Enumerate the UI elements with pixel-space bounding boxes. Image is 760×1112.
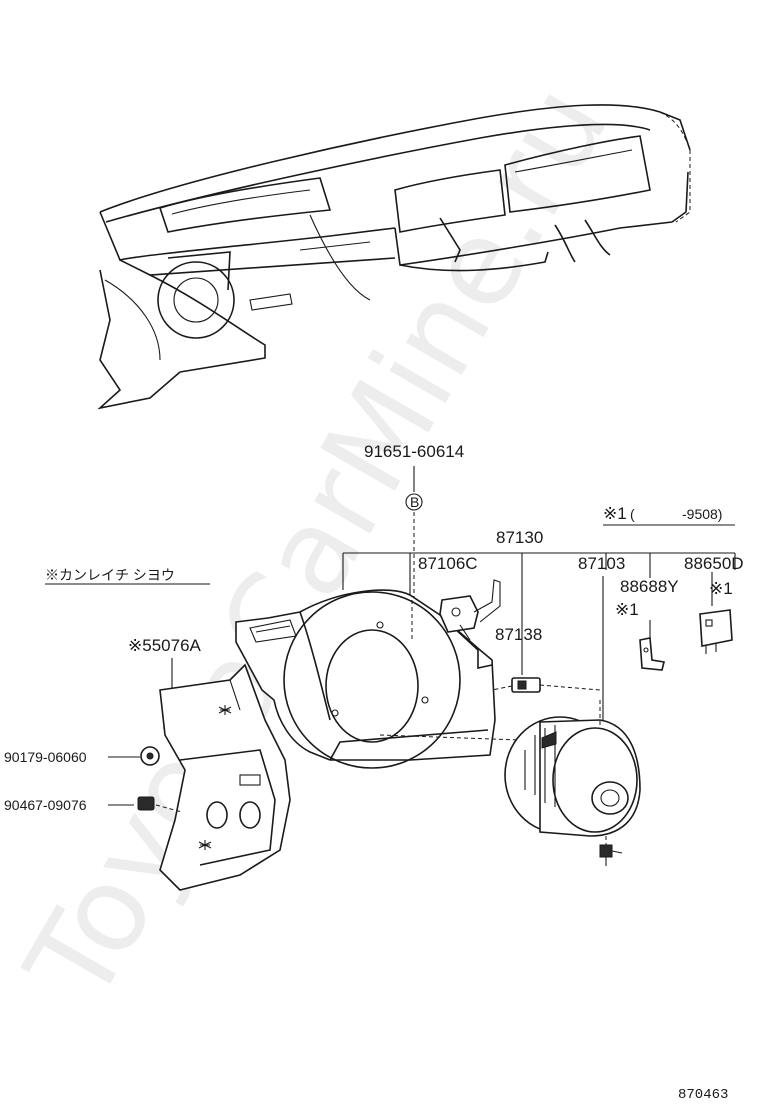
screw-90467	[137, 796, 183, 813]
label-88650D-note: ※1	[709, 579, 733, 598]
region-note: ※カンレイチ シヨウ	[45, 567, 175, 583]
bracket-88688Y	[639, 637, 665, 671]
clip-90179	[140, 746, 160, 766]
label-87106C: 87106C	[418, 554, 478, 573]
note-open: (	[630, 506, 635, 522]
label-87103: 87103	[578, 554, 625, 573]
resistor-87138	[491, 677, 601, 693]
side-cover-panel	[159, 663, 291, 891]
bolt-marker-icon	[405, 493, 423, 511]
part-labels: 91651-60614 B ※1 ( -9508) 87130 87106C 8…	[4, 442, 744, 813]
relay-88650D	[699, 609, 733, 654]
diagram-id: 870463	[678, 1087, 728, 1103]
note-range: -9508)	[682, 506, 722, 522]
label-55076A: ※55076A	[128, 636, 202, 655]
label-87130: 87130	[496, 528, 543, 547]
servo-87106C	[439, 579, 501, 641]
label-88650D: 88650D	[684, 554, 744, 573]
note-mark: ※1	[603, 504, 627, 523]
label-91651-60614: 91651-60614	[364, 442, 464, 461]
label-90179-06060: 90179-06060	[4, 749, 87, 765]
label-90467-09076: 90467-09076	[4, 797, 87, 813]
label-88688Y-note: ※1	[615, 600, 639, 619]
dashboard-illustration	[97, 104, 691, 410]
bolt-marker-letter: B	[410, 494, 419, 510]
blower-motor-87103	[379, 700, 641, 866]
blower-housing	[235, 589, 496, 769]
label-88688Y: 88688Y	[620, 577, 679, 596]
label-87138: 87138	[495, 625, 542, 644]
